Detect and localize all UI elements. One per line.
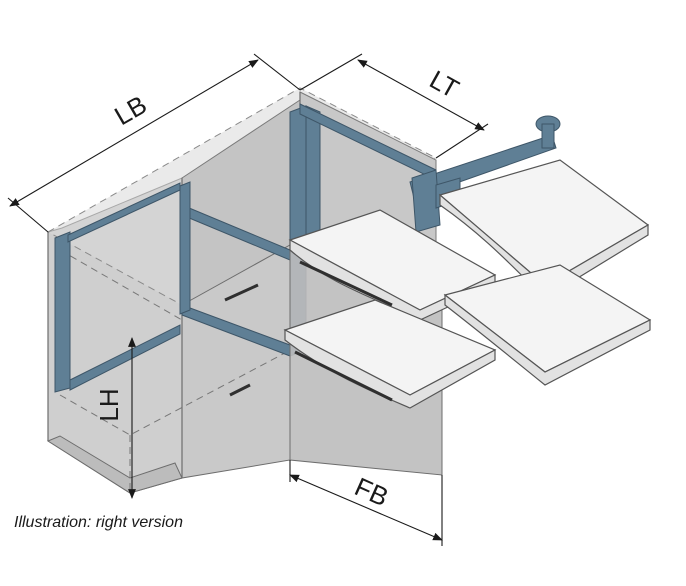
dim-lt-ext-left bbox=[299, 53, 363, 91]
frame-upright-back-2 bbox=[305, 105, 321, 241]
dim-lt-line bbox=[357, 59, 485, 131]
dim-lb-line bbox=[9, 59, 259, 207]
label-lb: LB bbox=[109, 89, 152, 131]
dimension-lines bbox=[7, 53, 489, 546]
frame-upright-front bbox=[179, 181, 191, 315]
dim-fb-line bbox=[289, 474, 443, 541]
dim-lt-ext-right bbox=[435, 123, 489, 159]
dim-lb-ext-right bbox=[253, 53, 301, 91]
illustration-caption: Illustration: right version bbox=[14, 514, 183, 531]
pivot-post bbox=[541, 123, 555, 149]
label-lt: LT bbox=[425, 64, 464, 104]
shelves bbox=[224, 159, 652, 409]
shelf-lower-rear-lip bbox=[444, 293, 651, 386]
shelf-brackets bbox=[224, 260, 393, 402]
frame-bottom-rail bbox=[69, 324, 181, 391]
shelf-upper-rear-lip bbox=[439, 193, 649, 299]
label-fb: FB bbox=[350, 471, 393, 512]
frame-pivot-mount bbox=[411, 169, 441, 233]
frame-left-rail bbox=[54, 231, 71, 393]
label-lh: LH bbox=[94, 388, 124, 421]
dim-lb-ext-left bbox=[7, 197, 49, 233]
